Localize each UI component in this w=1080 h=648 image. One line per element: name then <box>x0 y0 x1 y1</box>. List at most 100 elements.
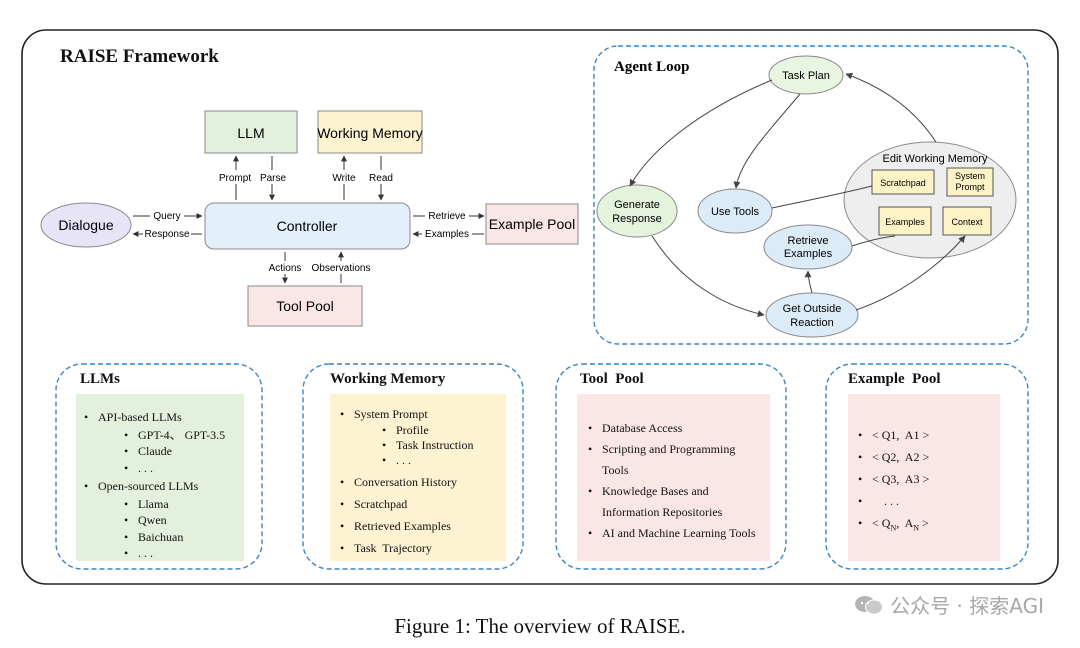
read-edge-label: Read <box>369 173 393 184</box>
last-answer: A <box>904 516 914 530</box>
example-list: < Q1, A1 > < Q2, A2 > < Q3, A3 > . . . <… <box>858 428 998 543</box>
open-sourced-llms-label: Open-sourced LLMs <box>98 479 199 493</box>
llms-panel-border <box>55 363 263 570</box>
parse-edge-label: Parse <box>260 173 287 184</box>
retrieve-edge-label: Retrieve <box>428 211 466 222</box>
raise-framework-frame <box>21 29 1059 585</box>
dialogue-node <box>40 202 132 248</box>
list-item: . . . <box>382 453 506 468</box>
list-item: < Q2, A2 > <box>858 450 998 464</box>
list-item: < Q3, A3 > <box>858 472 998 486</box>
list-item: Profile <box>382 423 506 438</box>
use-tools-node <box>697 188 773 234</box>
example-panel-title: Example Pool <box>848 371 941 387</box>
example-pool-box <box>485 203 579 245</box>
examples-label-bg <box>422 227 472 240</box>
prompt-label-bg <box>214 170 256 184</box>
generate-response-node <box>596 184 678 238</box>
figure-caption: Figure 1: The overview of RAISE. <box>394 614 686 638</box>
retrieve-examples-node <box>763 224 853 270</box>
api-based-llms-label: API-based LLMs <box>98 410 182 424</box>
use-tools-label: Use Tools <box>711 206 760 218</box>
tool-item-2-line-2: Tools <box>602 463 629 477</box>
examples-note-label: Examples <box>885 217 925 227</box>
system-prompt-label-1: System <box>955 171 985 181</box>
memory-list: System Prompt Profile Task Instruction .… <box>340 407 506 556</box>
scratchpad-label: Scratchpad <box>880 178 926 188</box>
list-item: Conversation History <box>340 475 506 490</box>
list-item: . . . <box>858 494 998 508</box>
system-prompt-note <box>946 167 994 197</box>
list-item: GPT-4、 GPT-3.5 <box>124 427 244 444</box>
write-label-bg <box>328 170 360 184</box>
list-item: Qwen <box>124 512 244 529</box>
examples-edge-label: Examples <box>425 229 469 240</box>
tool-pool-box <box>247 285 363 327</box>
example-ellipsis: . . . <box>884 494 899 508</box>
prompt-edge-label: Prompt <box>219 173 251 184</box>
memory-to-task-plan-arrow <box>845 72 937 143</box>
context-note-label: Context <box>951 217 983 227</box>
retrieve-to-memory-line <box>851 235 896 247</box>
retrieve-examples-label-2: Examples <box>784 248 833 260</box>
tool-item-3-line-1: Knowledge Bases and <box>602 484 709 498</box>
dialogue-label: Dialogue <box>58 217 113 233</box>
list-item: Retrieved Examples <box>340 519 506 534</box>
wechat-logo-icon <box>855 595 884 614</box>
task-plan-to-generate-arrow <box>629 79 773 187</box>
retrieve-label-bg <box>425 209 469 222</box>
agent-loop-title: Agent Loop <box>614 59 689 75</box>
list-item: Task Instruction <box>382 438 506 453</box>
last-question-subscript: N <box>890 523 897 533</box>
controller-label: Controller <box>277 218 338 234</box>
list-item: API-based LLMs GPT-4、 GPT-3.5 Claude . .… <box>84 409 244 476</box>
watermark: 公众号 · 探索AGI <box>854 590 1044 619</box>
task-plan-label: Task Plan <box>782 70 830 82</box>
get-outside-reaction-label-2: Reaction <box>790 317 833 329</box>
tool-panel-title: Tool Pool <box>580 371 644 387</box>
watermark-text: 公众号 · 探索AGI <box>890 594 1044 618</box>
list-item: < Q1, A1 > <box>858 428 998 442</box>
system-prompt-item: System Prompt <box>354 407 428 421</box>
retrieve-examples-label-1: Retrieve <box>788 235 829 247</box>
tool-pool-label: Tool Pool <box>276 298 334 314</box>
last-question: Q <box>881 516 891 530</box>
tool-list: Database Access Scripting and Programmin… <box>588 418 768 544</box>
query-edge-label: Query <box>153 211 180 222</box>
edit-working-memory-label: Edit Working Memory <box>883 153 988 165</box>
task-plan-to-use-tools-arrow <box>733 93 801 189</box>
observations-edge-label: Observations <box>312 263 371 274</box>
task-plan-node <box>768 55 844 95</box>
working-memory-label: Working Memory <box>317 125 423 141</box>
list-item: Claude <box>124 443 244 460</box>
list-item: System Prompt Profile Task Instruction .… <box>340 407 506 468</box>
list-item: Open-sourced LLMs Llama Qwen Baichuan . … <box>84 478 244 562</box>
list-item: Scratchpad <box>340 497 506 512</box>
examples-note <box>878 206 932 236</box>
scratchpad-note <box>871 169 935 195</box>
response-edge-label: Response <box>144 229 189 240</box>
outside-to-context-arrow <box>855 235 966 311</box>
list-item: Baichuan <box>124 529 244 546</box>
actions-edge-label: Actions <box>269 263 302 274</box>
system-prompt-label-2: Prompt <box>955 182 985 192</box>
working-memory-box <box>317 110 423 154</box>
frame-title: RAISE Framework <box>60 46 219 67</box>
llms-panel-title: LLMs <box>80 371 121 387</box>
list-item: Llama <box>124 496 244 513</box>
generate-response-label-1: Generate <box>614 199 660 211</box>
tool-item-3-line-2: Information Repositories <box>602 505 723 519</box>
outside-to-retrieve-arrow <box>804 270 813 294</box>
observations-label-bg <box>311 261 371 274</box>
get-outside-reaction-label-1: Get Outside <box>783 303 842 315</box>
read-label-bg <box>367 170 395 184</box>
context-note <box>942 206 992 236</box>
list-item: . . . <box>124 545 244 562</box>
list-item: Database Access <box>588 418 768 439</box>
write-edge-label: Write <box>332 173 356 184</box>
llm-label: LLM <box>237 125 264 141</box>
tool-item-2-line-1: Scripting and Programming <box>602 442 736 456</box>
memory-panel-border <box>302 363 524 570</box>
actions-label-bg <box>264 261 306 274</box>
